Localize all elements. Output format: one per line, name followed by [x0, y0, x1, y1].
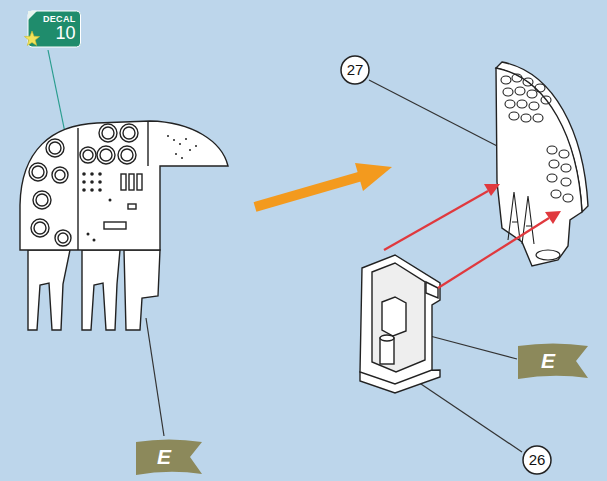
- cockpit-tub-part: [360, 255, 440, 393]
- flag-shape: [136, 440, 202, 476]
- flag-shape: [518, 344, 588, 380]
- callout-number: 26: [529, 452, 546, 468]
- step-arrow: [255, 163, 392, 207]
- leader-lines: [48, 50, 522, 452]
- assembly-arrows: [384, 184, 561, 288]
- decal-text: DECAL: [43, 15, 76, 24]
- callout-number: 26: [522, 445, 552, 475]
- instrument-panel-front: [20, 121, 228, 330]
- color-code: E: [157, 446, 181, 468]
- color-flag: E: [518, 343, 588, 379]
- decal-badge: DECAL10: [28, 11, 81, 47]
- color-code: E: [541, 350, 565, 372]
- callout-number: 27: [347, 62, 364, 78]
- callout-circle: [523, 446, 551, 474]
- color-flag: E: [136, 439, 202, 475]
- decal-text: 10: [55, 24, 75, 43]
- callout-circle: [341, 56, 369, 84]
- callout-number: 27: [340, 55, 370, 85]
- page-curl: [28, 11, 37, 20]
- instrument-panel-part: [496, 62, 588, 266]
- star-icon: [24, 31, 39, 45]
